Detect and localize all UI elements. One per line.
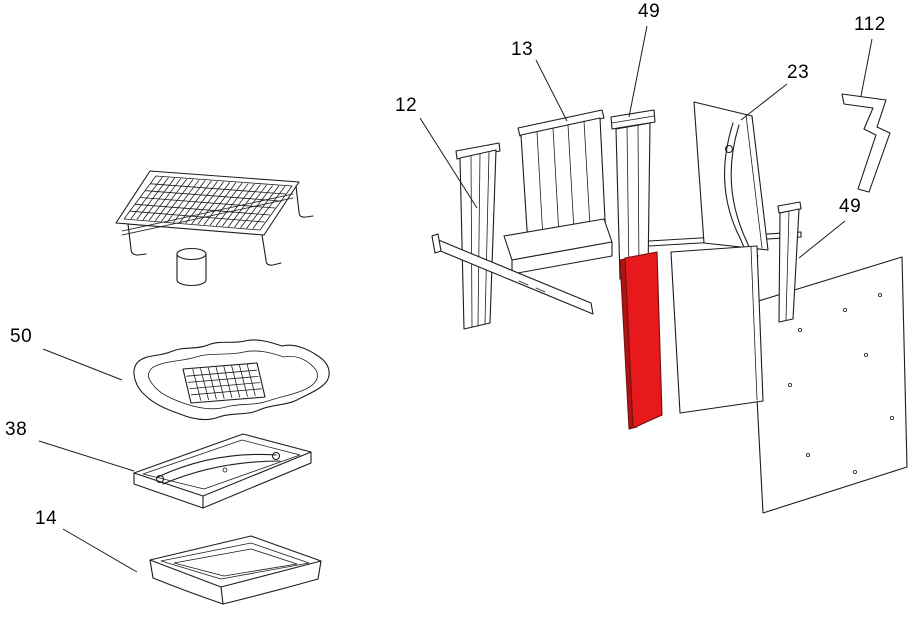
mechanism-pivot [271, 451, 281, 461]
part-label-112[interactable]: 112 [854, 14, 886, 35]
part-50-tray [133, 339, 330, 421]
middle-panel [670, 245, 764, 414]
grate-cylinder [176, 247, 207, 287]
part-grate-assembly [115, 170, 314, 287]
part-112-bracket [841, 93, 891, 193]
grate-leg [261, 234, 282, 266]
tray-grid-plate [182, 362, 266, 404]
mechanism-pin [222, 467, 228, 473]
red-panel-face[interactable] [624, 251, 663, 429]
leader-lines [38, 25, 873, 573]
mechanism-arm [162, 460, 281, 485]
part-label-23[interactable]: 23 [787, 62, 810, 83]
mechanism-arm [157, 453, 277, 478]
part-13-panel [503, 109, 613, 275]
part-38-mechanism [133, 433, 312, 509]
part-label-49-top[interactable]: 49 [638, 1, 661, 22]
part-49-red-panel[interactable] [619, 251, 663, 430]
grate-leg [295, 185, 314, 218]
tray-grid-vertical [192, 364, 256, 401]
tray-grid-horizontal [186, 369, 262, 396]
part-14-pan [149, 535, 322, 605]
part-49-strip [777, 201, 802, 323]
back-panel [751, 256, 908, 514]
part-12-panel [455, 142, 501, 330]
part-label-12[interactable]: 12 [395, 95, 418, 116]
part-label-50[interactable]: 50 [10, 326, 33, 347]
part-label-38[interactable]: 38 [5, 419, 28, 440]
part-label-49-right[interactable]: 49 [839, 196, 862, 217]
front-rail [431, 233, 594, 315]
part-49-column [610, 109, 656, 280]
panel-hole [724, 144, 734, 154]
part-label-13[interactable]: 13 [511, 39, 534, 60]
part-23-panel [693, 101, 769, 257]
mechanism-pivot [155, 474, 165, 484]
part-label-14[interactable]: 14 [35, 508, 58, 529]
grate-leg [127, 223, 147, 256]
grate-cross-lines [129, 183, 287, 223]
